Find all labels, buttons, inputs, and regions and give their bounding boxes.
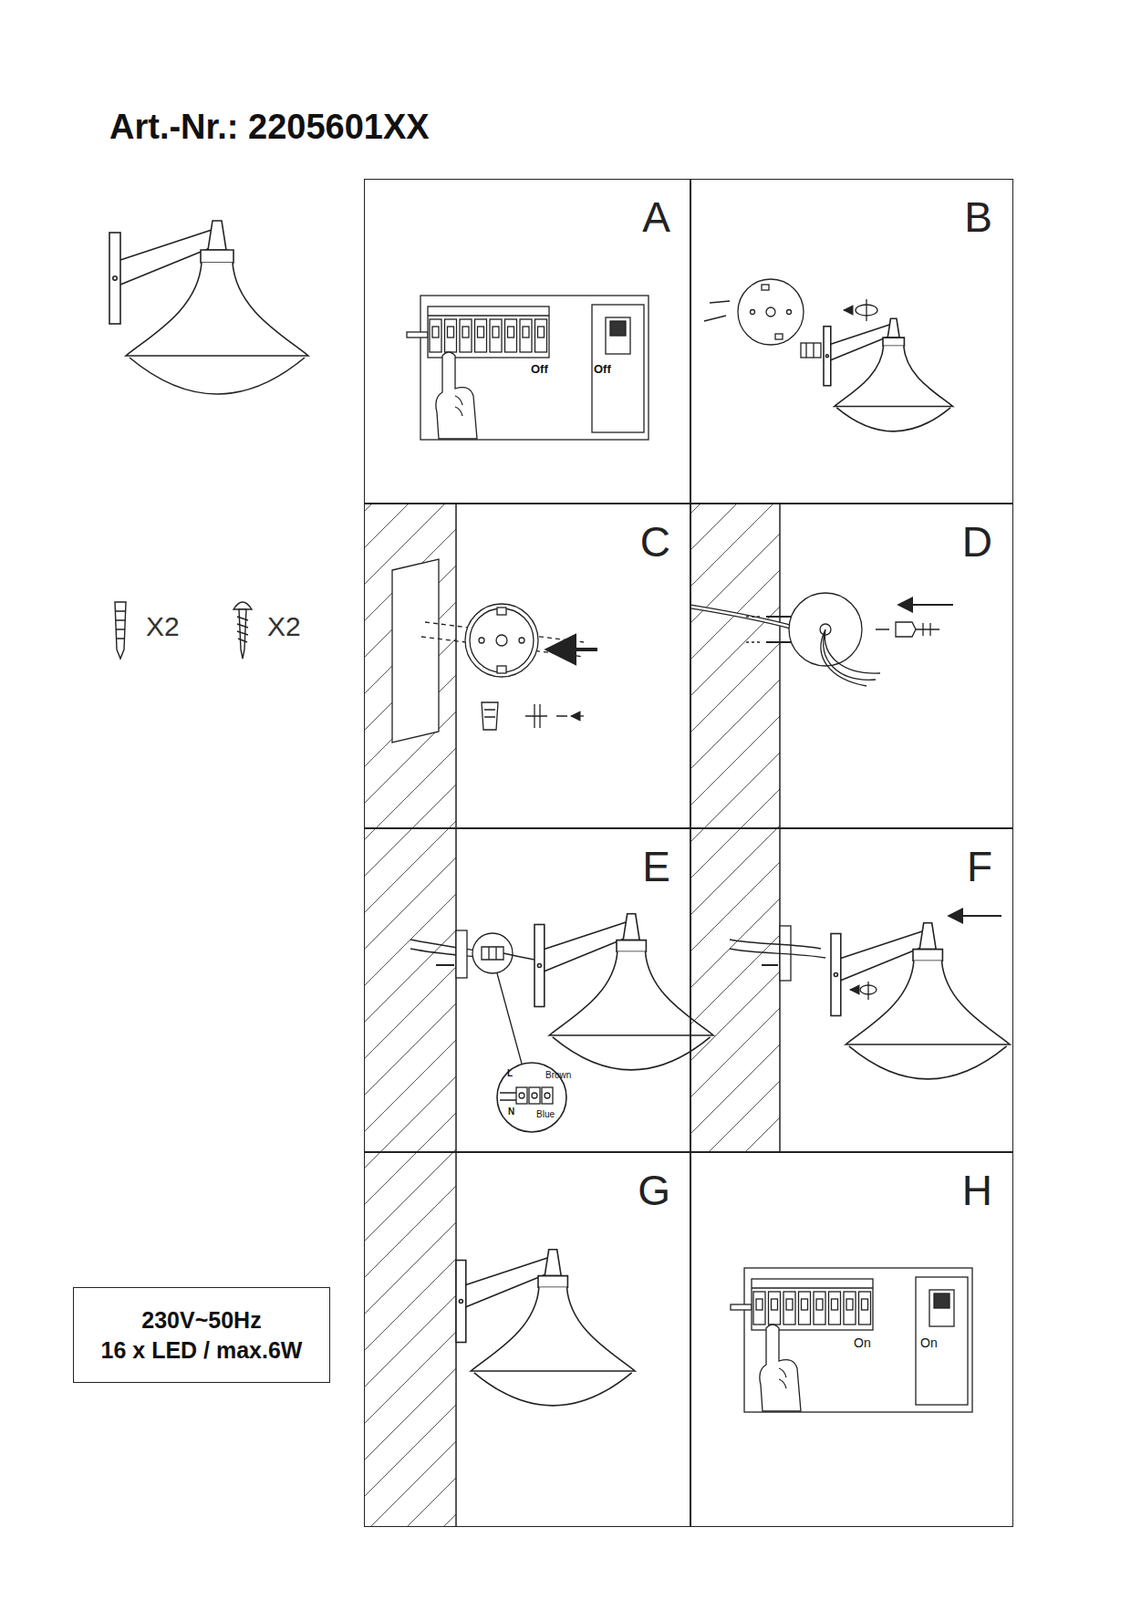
step-letter: A [384, 196, 671, 239]
step-c-figure [392, 559, 598, 743]
drawing [109, 220, 1010, 1527]
lamp-figure [109, 220, 309, 395]
step-panel: D [689, 503, 1014, 829]
wall-hatch [364, 1151, 457, 1527]
step-letter: B [710, 196, 993, 239]
step-panel: C [363, 503, 692, 829]
step-letter: C [384, 520, 671, 563]
wall-hatch [364, 503, 457, 828]
wall-hatch [364, 828, 457, 1152]
step-f-figure [729, 915, 1002, 1000]
step-letter: D [710, 520, 993, 563]
rating-text: 16 x LED / max.6W [101, 1335, 303, 1366]
wall-hatch [690, 503, 780, 828]
lamp-figure [534, 913, 714, 1070]
step-letter: F [710, 845, 993, 888]
fuse-box [406, 295, 649, 440]
lamp-figure [456, 1249, 635, 1406]
step-panel: E [363, 828, 692, 1152]
lamp-figure [823, 318, 954, 432]
switch-state: On [920, 1336, 938, 1349]
step-d-figure [690, 592, 954, 686]
step-panel: H [689, 1151, 1014, 1527]
rating-text: 230V~50Hz [141, 1305, 261, 1336]
step-panel: F [689, 828, 1014, 1152]
article-number: Art.-Nr.: 2205601XX [109, 109, 430, 145]
step-letter: H [710, 1169, 993, 1212]
step-panel: A [363, 178, 692, 504]
step-panel: G [363, 1151, 692, 1527]
switch-state: Off [593, 363, 612, 375]
fuse-box [730, 1267, 973, 1412]
wire-color: Brown [545, 1070, 571, 1080]
switch-state: On [853, 1336, 872, 1349]
parts-icons [114, 601, 252, 659]
quantity: X2 [267, 612, 301, 641]
switch-state: Off [530, 363, 549, 375]
step-panel: B [689, 178, 1014, 504]
wire-label: L [507, 1068, 513, 1079]
wire-label: N [508, 1107, 515, 1117]
wall-hatch [690, 828, 780, 1152]
step-letter: E [384, 845, 671, 888]
rating-box: 230V~50Hz16 x LED / max.6W [72, 1286, 331, 1383]
lamp-figure [830, 923, 1010, 1080]
step-b-figure [704, 279, 878, 358]
wire-color: Blue [536, 1110, 555, 1120]
quantity: X2 [145, 612, 180, 641]
step-letter: G [384, 1169, 671, 1212]
